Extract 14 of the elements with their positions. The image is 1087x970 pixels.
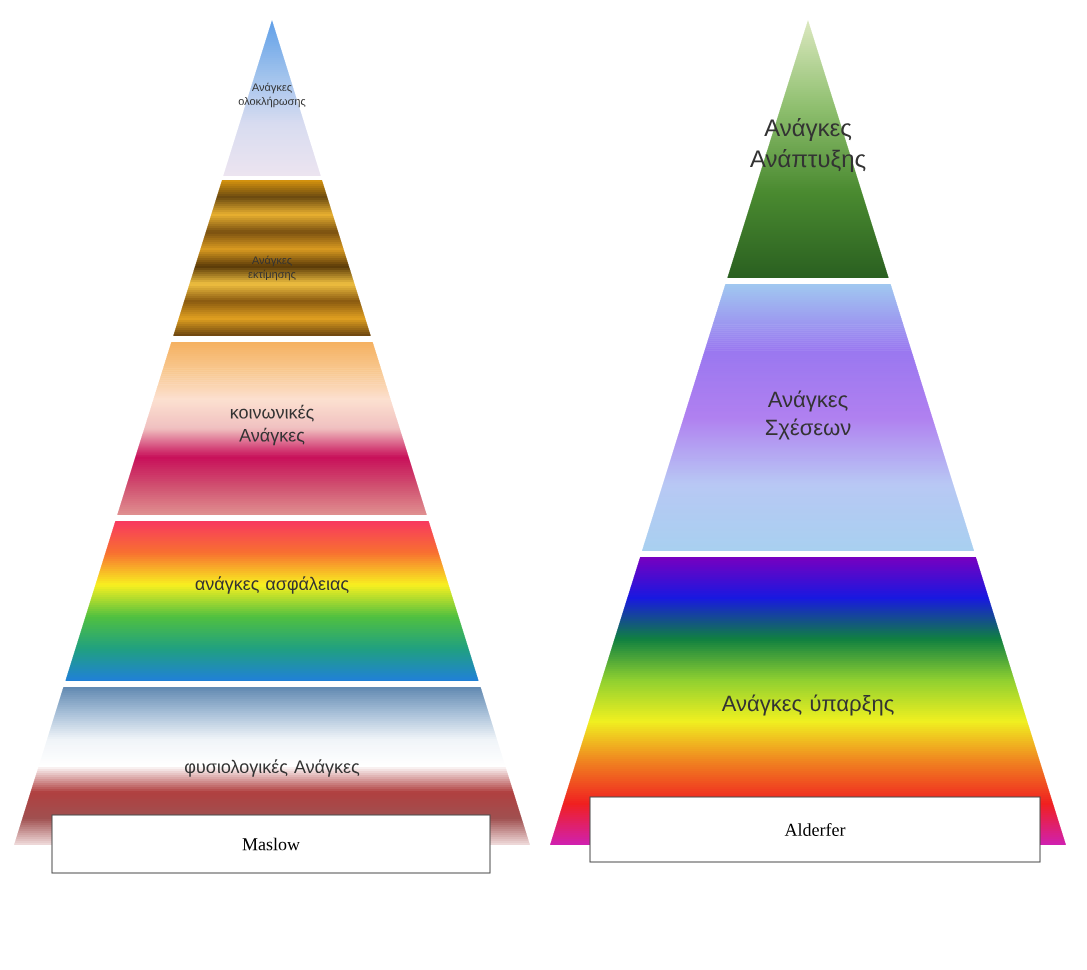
node-label: κοινωνικές Ανάγκες [230,404,314,446]
pyramid-band: κοινωνικές Ανάγκες [117,342,427,515]
pyramid-band: Ανάγκες εκτίμησης [173,180,371,336]
node-label: Ανάγκες Σχέσεων [765,390,851,440]
node-label: Ανάγκες [251,255,292,267]
node-label: φυσιολογικές Ανάγκες [185,759,360,777]
pyramid-band: Ανάγκες ολοκλήρωσης [223,20,321,176]
name-box: Maslow [51,814,491,874]
pyramid-band: ανάγκες ασφάλειας [65,521,479,681]
name-box: Alderfer [589,796,1041,863]
node-label: Ανάγκες ολοκλήρωσης [238,82,306,108]
node-label: ανάγκες ασφάλειας [195,576,349,594]
pyramid-band: Ανάγκες Σχέσεων [641,284,975,551]
node-label: Ανάγκες ύπαρξης [721,694,894,716]
